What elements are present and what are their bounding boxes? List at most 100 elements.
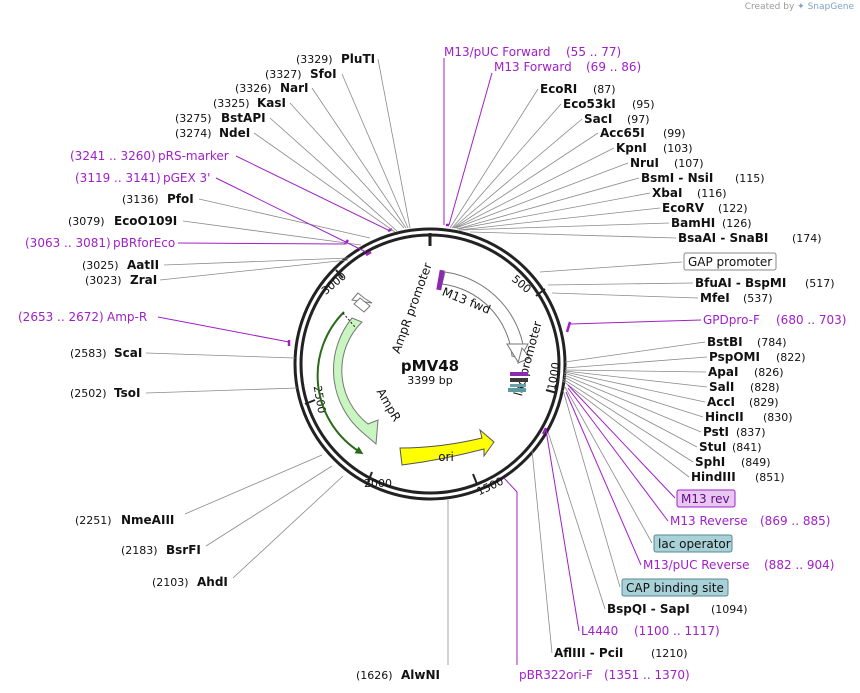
- primer-amp-r[interactable]: (2653 .. 2672) Amp-R: [18, 310, 290, 343]
- site-pos: (3025): [82, 259, 119, 272]
- site-hindiii[interactable]: HindIII (851): [562, 380, 785, 484]
- site-pos: (3274): [175, 127, 212, 140]
- primer-pbrforeco[interactable]: (3063 .. 3081) pBRforEco: [25, 236, 346, 250]
- site-acci[interactable]: AccI (829): [564, 371, 779, 409]
- site-name: KasI: [257, 96, 286, 110]
- site-ahdi[interactable]: (2103) AhdI: [152, 475, 344, 589]
- primer-name: M13 Forward: [494, 60, 572, 74]
- site-acc65i[interactable]: Acc65I (99): [453, 126, 686, 229]
- site-eco53ki[interactable]: Eco53kI (95): [451, 97, 655, 229]
- site-name: SacI: [584, 112, 612, 126]
- site-bstapi[interactable]: (3275) BstAPI: [175, 111, 398, 232]
- site-pos: (517): [805, 277, 835, 290]
- site-ndei[interactable]: (3274) NdeI: [175, 126, 396, 233]
- primer-m13-reverse[interactable]: M13 Reverse (869 .. 885): [567, 387, 830, 528]
- gap-promoter-box[interactable]: GAP promoter: [539, 252, 777, 273]
- m13-rev-label: M13 rev: [681, 492, 730, 506]
- site-pos: (126): [722, 217, 752, 230]
- primer-m13-puc-forward[interactable]: M13/pUC Forward (55 .. 77): [443, 45, 621, 225]
- primer-range: (1100 .. 1117): [634, 624, 720, 638]
- site-stui[interactable]: StuI (841): [563, 376, 762, 454]
- site-name: EcoO109I: [114, 214, 177, 228]
- primer-name: Amp-R: [107, 310, 147, 324]
- primer-pgex3[interactable]: (3119 .. 3141) pGEX 3': [75, 171, 367, 253]
- site-kpni[interactable]: KpnI (103): [454, 141, 693, 229]
- site-name: ZraI: [130, 273, 157, 287]
- primer-m13-puc-reverse[interactable]: M13/pUC Reverse (882 .. 904): [565, 391, 834, 572]
- primer-prs-marker[interactable]: (3241 .. 3260) pRS-marker: [70, 149, 391, 232]
- site-nrui[interactable]: NruI (107): [455, 156, 704, 229]
- ampr-label: AmpR: [374, 386, 404, 424]
- site-bamhi[interactable]: BamHI (126): [459, 216, 752, 231]
- site-pspomi[interactable]: PspOMI (822): [564, 350, 806, 369]
- site-alwni[interactable]: (1626) AlwNI: [356, 500, 449, 682]
- cap-binding-box[interactable]: CAP binding site: [562, 389, 729, 597]
- lac-promoter-feature[interactable]: [517, 346, 531, 364]
- site-sfoi[interactable]: (3327) SfoI: [265, 67, 409, 229]
- site-name: AhdI: [197, 575, 228, 589]
- lac-operator-box[interactable]: lac operator: [564, 386, 733, 553]
- site-xbai[interactable]: XbaI (116): [457, 186, 727, 230]
- site-name: Eco53kI: [563, 97, 616, 111]
- site-name: NmeAIII: [121, 513, 174, 527]
- site-aatii[interactable]: (3025) AatII: [82, 257, 350, 272]
- mcs-cluster: [508, 372, 528, 392]
- site-kasi[interactable]: (3325) KasI: [213, 96, 405, 229]
- site-ecoo109i[interactable]: (3079) EcoO109I: [68, 214, 362, 246]
- site-name: BsmI - NsiI: [641, 171, 713, 185]
- primer-range: (2653 .. 2672): [18, 310, 104, 324]
- site-afliii-pcii[interactable]: AflIII - PciI (1210): [531, 449, 688, 660]
- site-bstbi[interactable]: BstBI (784): [564, 335, 787, 363]
- site-nmeaiii[interactable]: (2251) NmeAIII: [75, 454, 323, 527]
- cap-binding-label: CAP binding site: [626, 581, 724, 595]
- primer-range: (69 .. 86): [586, 60, 641, 74]
- credit-prefix: Created by: [744, 2, 795, 12]
- site-sali[interactable]: SalI (828): [564, 370, 780, 394]
- site-psti[interactable]: PstI (837): [563, 374, 766, 439]
- site-bsrfi[interactable]: (2183) BsrFI: [121, 465, 333, 557]
- site-saci[interactable]: SacI (97): [452, 112, 650, 229]
- site-bsmi-nsii[interactable]: BsmI - NsiI (115): [456, 171, 765, 230]
- site-apai[interactable]: ApaI (826): [564, 365, 784, 379]
- ampr-feature[interactable]: [333, 317, 379, 446]
- primer-gpdpro-f[interactable]: GPDpro-F (680 .. 703): [569, 313, 846, 327]
- left-site-labels: (3329) PluTI (3327) SfoI (3326) NarI (33…: [68, 52, 449, 682]
- site-pos: (3329): [296, 53, 333, 66]
- site-name: PspOMI: [709, 350, 760, 364]
- primer-range: (3241 .. 3260): [70, 149, 156, 163]
- site-pfoi[interactable]: (3136) PfoI: [122, 192, 371, 239]
- site-ecori[interactable]: EcoRI (87): [449, 82, 616, 229]
- primer-m13-forward[interactable]: M13 Forward (69 .. 86): [448, 60, 641, 226]
- site-bfuai-bspmi[interactable]: BfuAI - BspMI (517): [547, 276, 835, 290]
- site-name: Acc65I: [600, 126, 645, 140]
- ori-feature[interactable]: [399, 428, 495, 466]
- primer-l4440[interactable]: L4440 (1100 .. 1117): [545, 429, 720, 638]
- site-name: PluTI: [341, 52, 375, 66]
- site-nari[interactable]: (3326) NarI: [235, 81, 407, 229]
- primer-pbr322ori-f[interactable]: pBR322ori-F (1351 .. 1370): [503, 477, 690, 682]
- primer-name: L4440: [581, 624, 618, 638]
- site-ecorv[interactable]: EcoRV (122): [458, 201, 748, 231]
- site-name: BamHI: [671, 216, 715, 230]
- site-name: EcoRI: [540, 82, 577, 96]
- site-scai[interactable]: (2583) ScaI: [70, 346, 296, 360]
- site-name: BsrFI: [166, 543, 201, 557]
- site-sphi[interactable]: SphI (849): [562, 378, 771, 469]
- site-bspqi-sapi[interactable]: BspQI - SapI (1094): [547, 431, 748, 616]
- site-mfei[interactable]: MfeI (537): [551, 291, 773, 305]
- site-tsoi[interactable]: (2502) TsoI: [70, 386, 298, 400]
- site-bsaai-snabi[interactable]: BsaAI - SnaBI (174): [469, 231, 822, 245]
- tick-marks: [304, 269, 558, 485]
- backbone-outer: [293, 227, 567, 501]
- credit-brand: SnapGene: [807, 2, 854, 12]
- m13-rev-box[interactable]: M13 rev: [567, 384, 736, 508]
- site-pos: (3275): [175, 112, 212, 125]
- snapgene-logo-icon: ✦: [797, 2, 805, 12]
- site-pos: (3325): [213, 97, 250, 110]
- site-pos: (3023): [85, 274, 122, 287]
- site-pluti[interactable]: (3329) PluTI: [296, 52, 411, 229]
- site-name: BstAPI: [221, 111, 266, 125]
- site-hincii[interactable]: HincII (830): [563, 372, 793, 424]
- site-pos: (784): [757, 336, 787, 349]
- site-zrai[interactable]: (3023) ZraI: [85, 259, 349, 287]
